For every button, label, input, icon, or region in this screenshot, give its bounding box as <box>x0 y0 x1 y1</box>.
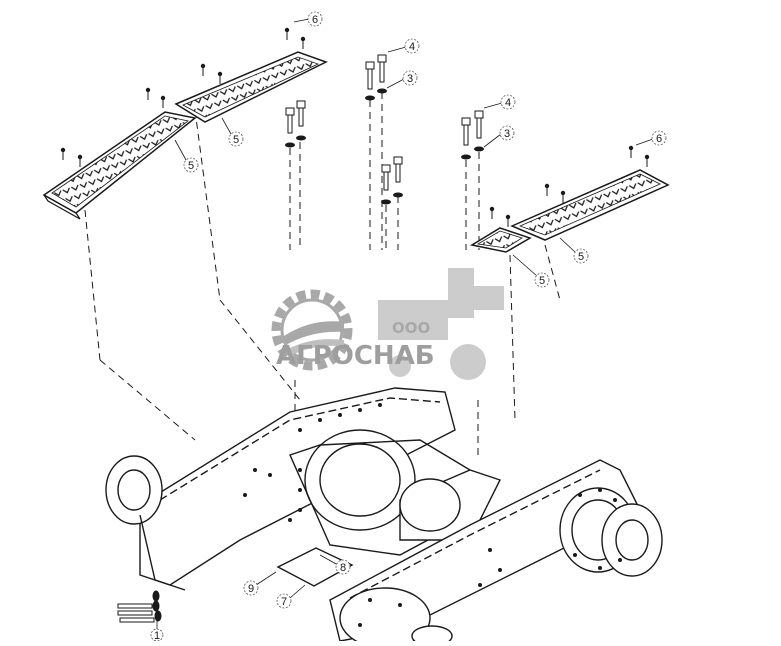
callout-8: 8 <box>319 554 351 575</box>
callout-6-right: 6 <box>635 130 667 146</box>
agrosnab-watermark: ООО АГРОСНАБ <box>271 268 504 380</box>
svg-text:3: 3 <box>504 128 510 140</box>
callout-5-left-inner: 5 <box>221 117 244 147</box>
callout-9: 9 <box>243 571 277 596</box>
callout-4-left: 4 <box>387 38 420 54</box>
screws-6 <box>60 27 650 227</box>
svg-text:5: 5 <box>233 134 239 146</box>
callout-1: 1 <box>150 620 164 642</box>
watermark-prefix: ООО <box>392 319 430 337</box>
svg-text:3: 3 <box>407 73 413 85</box>
svg-text:9: 9 <box>248 583 254 595</box>
harvester-icon <box>378 268 504 380</box>
callout-3-left: 3 <box>386 70 418 89</box>
track-frame <box>105 387 663 646</box>
callout-5-right-outer: 5 <box>559 237 589 264</box>
svg-text:6: 6 <box>656 133 662 145</box>
svg-text:8: 8 <box>340 562 346 574</box>
callout-6-top: 6 <box>293 11 323 27</box>
callouts: 6 4 3 4 3 6 5 <box>150 11 667 642</box>
step-plate-left-outer <box>42 111 197 220</box>
bolts-1 <box>117 590 162 623</box>
step-plate-left-inner <box>174 51 328 123</box>
bolts-4 <box>285 54 484 191</box>
step-plate-right-outer <box>510 169 670 241</box>
svg-text:5: 5 <box>578 251 584 263</box>
svg-text:1: 1 <box>154 630 160 641</box>
svg-text:5: 5 <box>188 160 194 172</box>
svg-text:5: 5 <box>539 275 545 287</box>
svg-text:4: 4 <box>409 41 415 53</box>
step-plate-right-inner <box>469 227 532 253</box>
frame-bolt-holes <box>243 403 622 627</box>
callout-7: 7 <box>276 584 306 609</box>
callout-4-right: 4 <box>483 94 516 110</box>
watermark-company-name: АГРОСНАБ <box>276 341 435 371</box>
callout-5-left-outer: 5 <box>174 139 199 173</box>
callout-5-right-inner: 5 <box>512 254 550 288</box>
washers-3 <box>285 88 484 205</box>
gear-logo-icon <box>271 289 353 371</box>
callout-3-right: 3 <box>483 125 515 148</box>
svg-text:7: 7 <box>281 596 287 608</box>
svg-text:4: 4 <box>505 97 511 109</box>
svg-text:6: 6 <box>312 14 318 26</box>
